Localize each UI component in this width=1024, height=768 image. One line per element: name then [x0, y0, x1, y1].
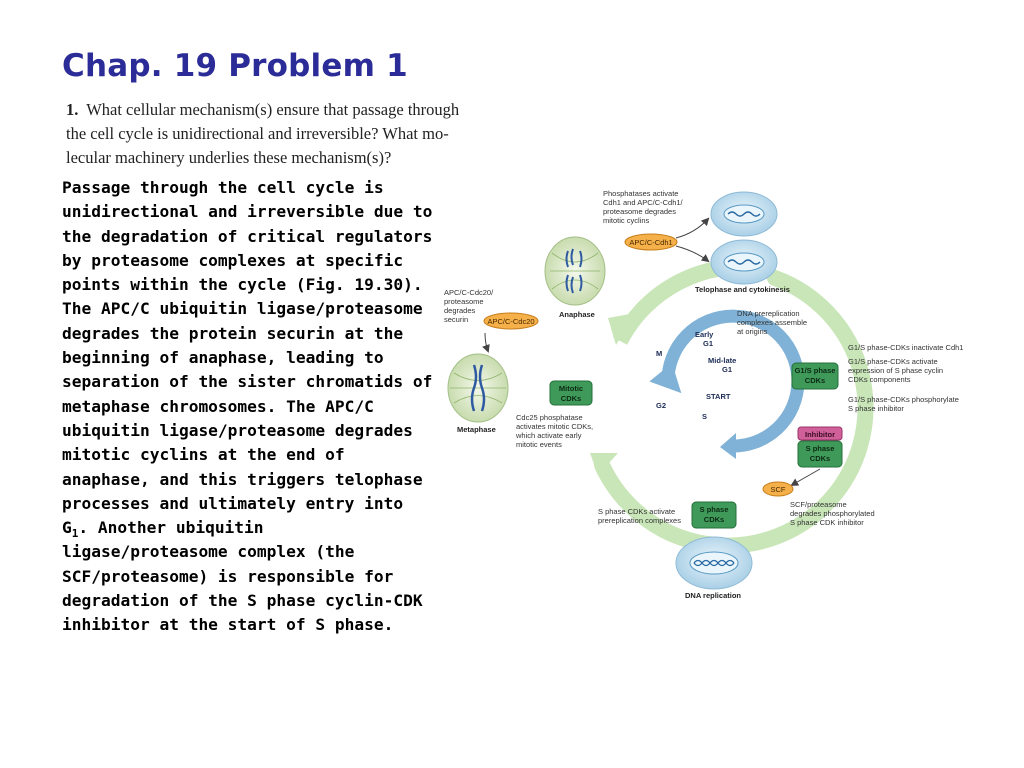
scf-note-2: degrades phosphorylated [790, 509, 875, 518]
cdc25-note-2: activates mitotic CDKs, [516, 422, 593, 431]
answer-paragraph: Passage through the cell cycle is unidir… [62, 176, 434, 638]
s-phase-cdks-box [797, 440, 843, 468]
scf-note-3: S phase CDK inhibitor [790, 518, 864, 527]
g1s-note-6: S phase inhibitor [848, 404, 904, 413]
problem-line-1: What cellular mechanism(s) ensure that p… [86, 100, 460, 119]
anaphase-label: Anaphase [559, 310, 595, 319]
apc-cdc20-note-1: APC/C-Cdc20/ [444, 288, 494, 297]
stage-g2: G2 [656, 401, 666, 410]
stage-m: M [656, 349, 662, 358]
stage-early-g1: Early [695, 330, 714, 339]
prereplication-note-1: DNA prereplication [737, 309, 800, 318]
g1s-note-4: CDKs components [848, 375, 911, 384]
answer-text-part2: . Another ubiquitin ligase/proteasome co… [62, 518, 423, 635]
s-phase-cdks-label-2: CDKs [810, 454, 830, 463]
inhibitor-label: Inhibitor [805, 430, 835, 439]
mitotic-cdks-label-1: Mitotic [559, 384, 583, 393]
answer-text-part1: Passage through the cell cycle is unidir… [62, 178, 433, 538]
prereplication-note-3: at origins [737, 327, 768, 336]
g1s-cdks-label-2: CDKs [805, 376, 825, 385]
scf-label: SCF [771, 485, 786, 494]
cell-cycle-figure: M Early G1 Mid-late G1 START S G2 Teloph… [444, 189, 963, 600]
apc-cdh1-badge [624, 233, 678, 251]
telophase-cells [710, 191, 778, 285]
stage-midlate-g1: Mid-late [708, 356, 736, 365]
g1s-cdks-box [791, 362, 839, 390]
g1s-note-5: G1/S phase-CDKs phosphorylate [848, 395, 959, 404]
s-phase-cdks-lower-label-2: CDKs [704, 515, 724, 524]
s-phase-cdks-lower-label-1: S phase [700, 505, 729, 514]
scf-note-1: SCF/proteasome [790, 500, 847, 509]
problem-line-3: lecular machinery underlies these mechan… [66, 148, 392, 167]
g1s-cdks-label-1: G1/S phase [795, 366, 836, 375]
apc-cdc20-label: APC/C-Cdc20 [487, 317, 534, 326]
stage-midlate-g1-sub: G1 [722, 365, 732, 374]
mitotic-cdks-label-2: CDKs [561, 394, 581, 403]
g1s-note-3: expression of S phase cyclin [848, 366, 943, 375]
g1s-note-2: G1/S phase-CDKs activate [848, 357, 938, 366]
prereplication-note-2: complexes assemble [737, 318, 807, 327]
metaphase-cell [447, 353, 509, 423]
apc-cdc20-note-3: degrades [444, 306, 476, 315]
s-cdks-note-2: prereplication complexes [598, 516, 681, 525]
apc-cdc20-badge [483, 312, 539, 330]
inhibitor-box [797, 426, 843, 441]
stage-early-g1-sub: G1 [703, 339, 713, 348]
apc-cdc20-note-2: proteasome [444, 297, 484, 306]
anaphase-cell [544, 236, 606, 306]
apc-cdh1-label: APC/C-Cdh1 [629, 238, 672, 247]
cdc25-note-3: which activate early [515, 431, 582, 440]
dna-replication-cell [675, 536, 753, 590]
problem-statement: 1. What cellular mechanism(s) ensure tha… [66, 98, 536, 170]
s-cdks-note-1: S phase CDKs activate [598, 507, 675, 516]
s-phase-cdks-box-lower [691, 501, 737, 529]
answer-subscript: 1 [71, 527, 79, 541]
phosphatase-note-3: proteasome degrades [603, 207, 676, 216]
mitotic-cdks-box [549, 380, 593, 406]
metaphase-label: Metaphase [457, 425, 496, 434]
phosphatase-note-2: Cdh1 and APC/C-Cdh1/ [603, 198, 684, 207]
slide-title: Chap. 19 Problem 1 [62, 48, 408, 84]
scf-badge [762, 481, 794, 497]
phosphatase-note-4: mitotic cyclins [603, 216, 650, 225]
stage-start: START [706, 392, 731, 401]
inner-cycle-arrow [649, 309, 805, 459]
cdc25-note-1: Cdc25 phosphatase [516, 413, 583, 422]
problem-line-2: the cell cycle is unidirectional and irr… [66, 124, 449, 143]
g1s-note-1: G1/S phase-CDKs inactivate Cdh1 [848, 343, 963, 352]
cdc25-note-4: mitotic events [516, 440, 562, 449]
telophase-label: Telophase and cytokinesis [695, 285, 790, 294]
problem-number: 1. [66, 100, 79, 119]
s-phase-cdks-label-1: S phase [806, 444, 835, 453]
dna-replication-label: DNA replication [685, 591, 741, 600]
apc-cdc20-note-4: securin [444, 315, 468, 324]
phosphatase-note-1: Phosphatases activate [603, 189, 678, 198]
stage-s: S [702, 412, 707, 421]
